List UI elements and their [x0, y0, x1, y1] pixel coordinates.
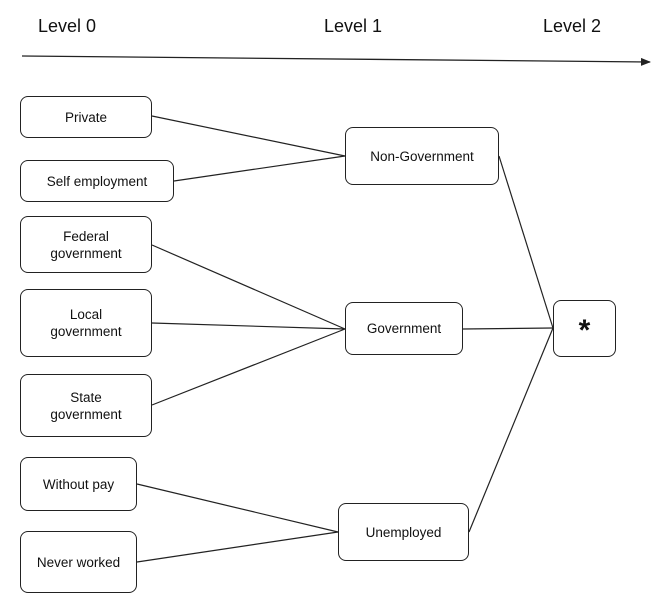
edge-government-to-root	[462, 327, 554, 330]
edge-non-government-to-root	[498, 155, 554, 329]
node-non-government: Non-Government	[345, 127, 499, 185]
node-self-employment: Self employment	[20, 160, 174, 202]
node-without-pay-label: Without pay	[42, 476, 115, 492]
node-federal-government: Federal government	[20, 216, 152, 273]
level-0-label: Level 0	[38, 16, 97, 36]
level-axis-arrow	[21, 55, 651, 66]
node-state-government: State government	[20, 374, 152, 437]
level-1-label: Level 1	[324, 16, 383, 36]
edges-layer	[136, 115, 554, 563]
node-never-worked-label: Never worked	[36, 554, 121, 570]
node-without-pay: Without pay	[20, 457, 137, 511]
node-private: Private	[20, 96, 152, 138]
node-local-government: Local government	[20, 289, 152, 357]
node-private-label: Private	[64, 109, 108, 125]
edge-without-pay-to-unemployed	[136, 483, 339, 533]
level-2-label: Level 2	[543, 16, 602, 36]
node-government-label: Government	[366, 321, 442, 336]
node-non-government-label: Non-Government	[370, 148, 474, 164]
node-government: Government	[345, 302, 463, 355]
node-unemployed-label: Unemployed	[365, 524, 442, 540]
edge-unemployed-to-root	[468, 327, 554, 533]
node-root-label: *	[578, 313, 591, 347]
node-root-star: *	[553, 300, 616, 357]
node-local-government-label: Local government	[50, 307, 122, 339]
node-unemployed: Unemployed	[338, 503, 469, 561]
node-state-government-label: State government	[50, 389, 122, 422]
node-never-worked: Never worked	[20, 531, 137, 593]
edge-federal-government-to-government	[151, 244, 346, 330]
node-federal-government-label: Federal government	[50, 228, 122, 261]
edge-self-employment-to-non-government	[173, 155, 346, 182]
edge-local-government-to-government	[151, 322, 346, 330]
edge-state-government-to-government	[151, 328, 346, 406]
edge-never-worked-to-unemployed	[136, 531, 339, 563]
node-self-employment-label: Self employment	[46, 173, 148, 189]
edge-private-to-non-government	[151, 115, 346, 157]
